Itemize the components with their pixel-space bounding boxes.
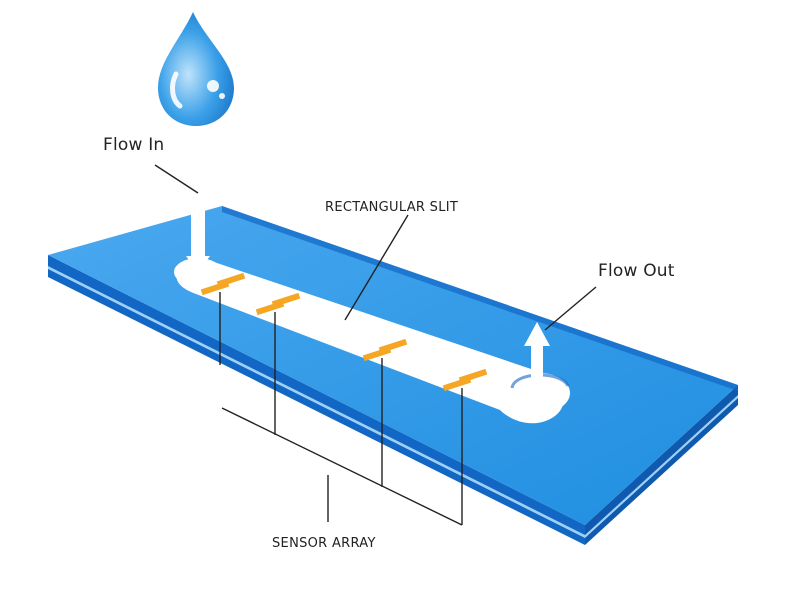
sensor-pad (216, 272, 246, 288)
sensor-pad (271, 292, 301, 308)
flow-in-label: Flow In (103, 135, 164, 155)
sensor-pads (200, 272, 488, 392)
water-drop-icon (158, 12, 234, 126)
rectangular-slit-label: RECTANGULAR SLIT (325, 200, 458, 215)
leader-lines (154, 164, 597, 526)
flow-out-label: Flow Out (598, 261, 675, 281)
arrow-down-icon (186, 204, 210, 272)
glass-chip (48, 206, 738, 545)
arrow-up-icon (524, 322, 550, 392)
sensor-pad (458, 368, 488, 384)
sensor-pad (378, 338, 408, 354)
sensor-array-label: SENSOR ARRAY (272, 536, 376, 551)
